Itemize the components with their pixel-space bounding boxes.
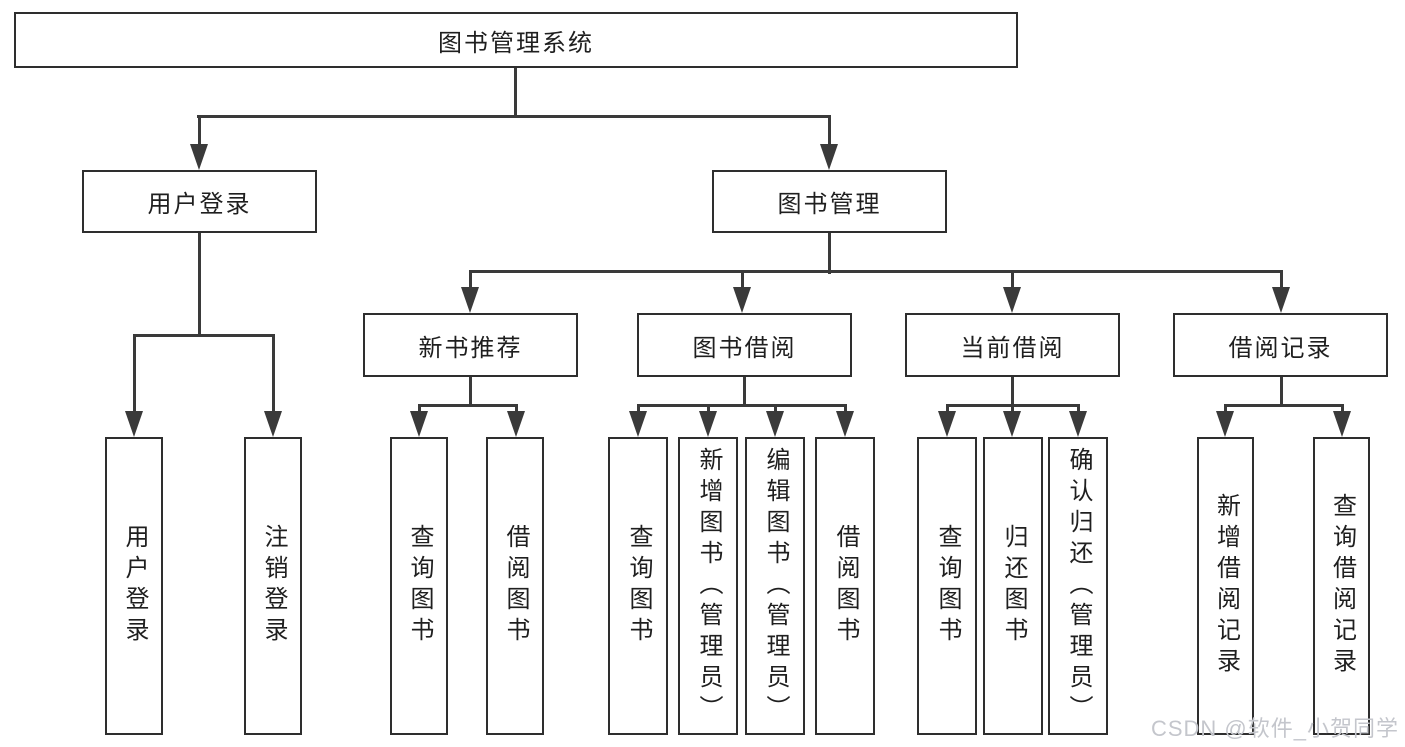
csdn-watermark: CSDN @软件_小贺同学 [1150, 716, 1399, 741]
arrowhead-down-icon [1272, 287, 1290, 313]
connector-line [946, 404, 949, 416]
leaf-current-return-books: 归还图书 [983, 437, 1043, 735]
arrowhead-down-icon [410, 411, 428, 437]
connector-line [774, 404, 777, 416]
connector-line [1011, 404, 1014, 416]
connector-line [272, 334, 275, 416]
node-user-login: 用户登录 [82, 170, 317, 233]
leaf-records-query-record: 查询借阅记录 [1313, 437, 1370, 735]
arrowhead-down-icon [938, 411, 956, 437]
node-book-management: 图书管理 [712, 170, 947, 233]
leaf-logout: 注销登录 [244, 437, 302, 735]
connector-line [637, 404, 640, 416]
arrowhead-down-icon [1003, 411, 1021, 437]
arrowhead-down-icon [699, 411, 717, 437]
connector-line [198, 115, 201, 148]
connector-line [828, 233, 831, 274]
leaf-borrow-add-books-admin: 新增图书（管理员） [678, 437, 738, 735]
connector-line [418, 404, 421, 416]
arrowhead-down-icon [190, 144, 208, 170]
connector-line [469, 270, 472, 294]
node-root: 图书管理系统 [14, 12, 1018, 68]
connector-line [1341, 404, 1344, 416]
connector-line [469, 377, 472, 406]
leaf-current-query-books: 查询图书 [917, 437, 977, 735]
connector-line [514, 68, 517, 118]
connector-line [515, 404, 518, 416]
connector-line [707, 404, 710, 416]
connector-line [1280, 270, 1283, 294]
arrowhead-down-icon [1216, 411, 1234, 437]
leaf-current-confirm-return-admin: 确认归还（管理员） [1048, 437, 1108, 735]
node-current-borrow: 当前借阅 [905, 313, 1120, 377]
arrowhead-down-icon [461, 287, 479, 313]
node-borrow-records: 借阅记录 [1173, 313, 1388, 377]
connector-line [133, 334, 136, 416]
connector-line [638, 404, 847, 407]
connector-line [741, 270, 744, 294]
arrowhead-down-icon [1333, 411, 1351, 437]
connector-line [828, 115, 831, 148]
leaf-borrow-edit-books-admin: 编辑图书（管理员） [745, 437, 805, 735]
leaf-user-login: 用户登录 [105, 437, 163, 735]
leaf-borrow-borrow-books: 借阅图书 [815, 437, 875, 735]
arrowhead-down-icon [1003, 287, 1021, 313]
arrowhead-down-icon [125, 411, 143, 437]
leaf-recommend-query-books: 查询图书 [390, 437, 448, 735]
connector-line [743, 377, 746, 406]
node-new-book-recommend: 新书推荐 [363, 313, 578, 377]
arrowhead-down-icon [629, 411, 647, 437]
connector-line [1011, 377, 1014, 406]
leaf-records-add-record: 新增借阅记录 [1197, 437, 1254, 735]
connector-line [1280, 377, 1283, 406]
node-book-borrow: 图书借阅 [637, 313, 852, 377]
arrowhead-down-icon [820, 144, 838, 170]
connector-line [844, 404, 847, 416]
connector-line [1224, 404, 1227, 416]
arrowhead-down-icon [733, 287, 751, 313]
arrowhead-down-icon [1069, 411, 1087, 437]
arrowhead-down-icon [836, 411, 854, 437]
connector-line [1011, 270, 1014, 294]
arrowhead-down-icon [766, 411, 784, 437]
arrowhead-down-icon [507, 411, 525, 437]
connector-line [419, 404, 518, 407]
connector-line [1225, 404, 1343, 407]
leaf-recommend-borrow-books: 借阅图书 [486, 437, 544, 735]
connector-line [470, 270, 1282, 273]
connector-line [1077, 404, 1080, 416]
connector-line [198, 233, 201, 337]
connector-line [197, 115, 831, 118]
connector-line [133, 334, 275, 337]
leaf-borrow-query-books: 查询图书 [608, 437, 668, 735]
arrowhead-down-icon [264, 411, 282, 437]
